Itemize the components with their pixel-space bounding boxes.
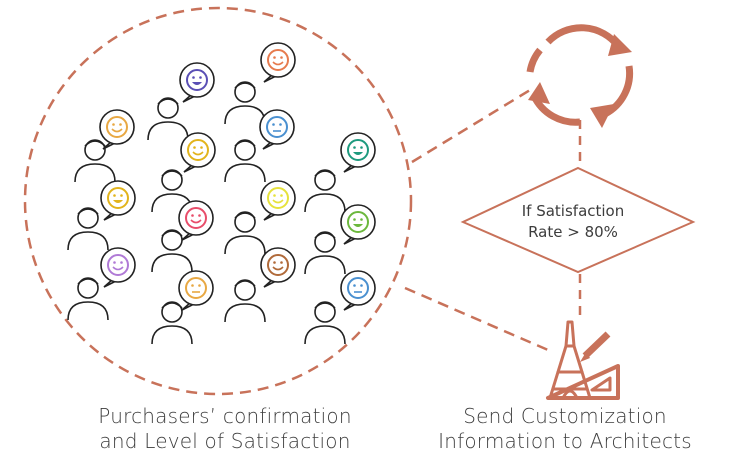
person-icon xyxy=(224,139,266,183)
smiley-speech-bubble-icon xyxy=(100,180,136,221)
smiley-speech-bubble-icon xyxy=(178,270,214,311)
caption-send-line1: Send Customization xyxy=(463,404,667,428)
person-icon xyxy=(147,97,189,141)
decision-label: If Satisfaction Rate > 80% xyxy=(488,201,658,243)
smiley-speech-bubble-icon xyxy=(260,42,296,83)
smiley-speech-bubble-icon xyxy=(340,132,376,173)
architect-tools-icon xyxy=(546,320,620,400)
smiley-speech-bubble-icon xyxy=(178,200,214,241)
decision-label-line1: If Satisfaction xyxy=(521,202,625,220)
connector-circle-to-cycle xyxy=(411,88,531,164)
person-icon xyxy=(151,301,193,345)
person-icon xyxy=(67,207,109,251)
person-icon xyxy=(74,139,116,183)
person-icon xyxy=(304,169,346,213)
smiley-speech-bubble-icon xyxy=(340,204,376,245)
person-icon xyxy=(304,301,346,345)
smiley-speech-bubble-icon xyxy=(340,270,376,311)
person-icon xyxy=(224,81,266,125)
decision-diamond xyxy=(460,166,696,274)
person-icon xyxy=(304,231,346,275)
smiley-speech-bubble-icon xyxy=(260,247,296,288)
crowd-dashed-circle xyxy=(23,6,413,396)
smiley-speech-bubble-icon xyxy=(260,180,296,221)
caption-purchasers-line1: Purchasers’ confirmation xyxy=(98,404,352,428)
crowd-group xyxy=(67,42,376,345)
smiley-speech-bubble-icon xyxy=(179,62,215,103)
smiley-speech-bubble-icon xyxy=(180,132,216,173)
caption-purchasers: Purchasers’ confirmation and Level of Sa… xyxy=(60,404,390,454)
person-icon xyxy=(224,279,266,323)
decision-label-line2: Rate > 80% xyxy=(528,223,618,241)
refresh-cycle-icon xyxy=(526,24,634,128)
caption-send-customization: Send Customization Information to Archit… xyxy=(420,404,710,454)
person-icon xyxy=(67,277,109,321)
caption-purchasers-line2: and Level of Satisfaction xyxy=(99,429,351,453)
smiley-speech-bubble-icon xyxy=(259,109,295,150)
smiley-speech-bubble-icon xyxy=(100,247,136,288)
person-icon xyxy=(224,211,266,255)
smiley-speech-bubble-icon xyxy=(99,109,135,150)
caption-send-line2: Information to Architects xyxy=(438,429,692,453)
connector-circle-to-tools xyxy=(404,286,549,352)
